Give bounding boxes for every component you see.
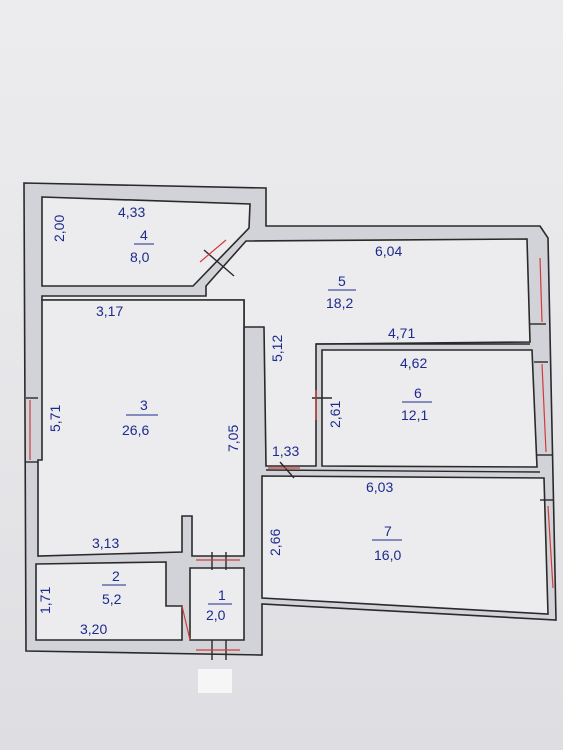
- room-5-area: 18,2: [326, 295, 353, 311]
- window-room-5: [539, 257, 543, 323]
- dim-2-side: 1,71: [37, 587, 53, 614]
- dim-6-side: 2,61: [327, 401, 343, 428]
- dim-corridor: 1,33: [272, 443, 299, 459]
- dim-3-bottom: 3,13: [92, 535, 119, 551]
- room-4-area: 8,0: [130, 249, 150, 265]
- dim-2-bottom: 3,20: [80, 621, 107, 637]
- room-1-number: 1: [218, 587, 226, 603]
- room-3-number: 3: [140, 397, 148, 413]
- dim-5-top: 6,04: [375, 243, 402, 259]
- wall-6-7: [265, 469, 541, 473]
- dim-3-right: 7,05: [225, 425, 241, 452]
- room-5-floor: [41, 238, 531, 467]
- dim-5-side: 5,12: [269, 335, 285, 362]
- paper-patch: [198, 669, 232, 693]
- room-2-number: 2: [112, 568, 120, 584]
- door-4-5-swing: [199, 239, 227, 263]
- room-7-area: 16,0: [374, 547, 401, 563]
- dim-4-height: 2,00: [51, 215, 67, 242]
- room-4-number: 4: [140, 227, 148, 243]
- room-6-number: 6: [414, 385, 422, 401]
- dim-6-top: 4,62: [400, 355, 427, 371]
- dim-5-bottom: 3,17: [96, 303, 123, 319]
- room-2-area: 5,2: [102, 591, 122, 607]
- room-7-floor: [261, 475, 549, 615]
- room-6-area: 12,1: [401, 407, 428, 423]
- window-room-6: [541, 363, 547, 453]
- room-3-area: 26,6: [122, 422, 149, 438]
- dim-7-side: 2,66: [267, 529, 283, 556]
- dim-7-top: 6,03: [366, 479, 393, 495]
- dim-5-right: 4,71: [388, 325, 415, 341]
- room-4-floor: [41, 196, 251, 287]
- dim-3-left: 5,71: [47, 405, 63, 432]
- room-5-number: 5: [338, 273, 346, 289]
- door-5-7: [279, 461, 295, 479]
- window-room-7: [547, 505, 554, 589]
- door-2-1-leaf: [181, 605, 191, 641]
- room-7-number: 7: [384, 523, 392, 539]
- room-6-floor: [321, 349, 538, 468]
- room-1-area: 2,0: [206, 607, 226, 623]
- dim-4-width: 4,33: [118, 204, 145, 220]
